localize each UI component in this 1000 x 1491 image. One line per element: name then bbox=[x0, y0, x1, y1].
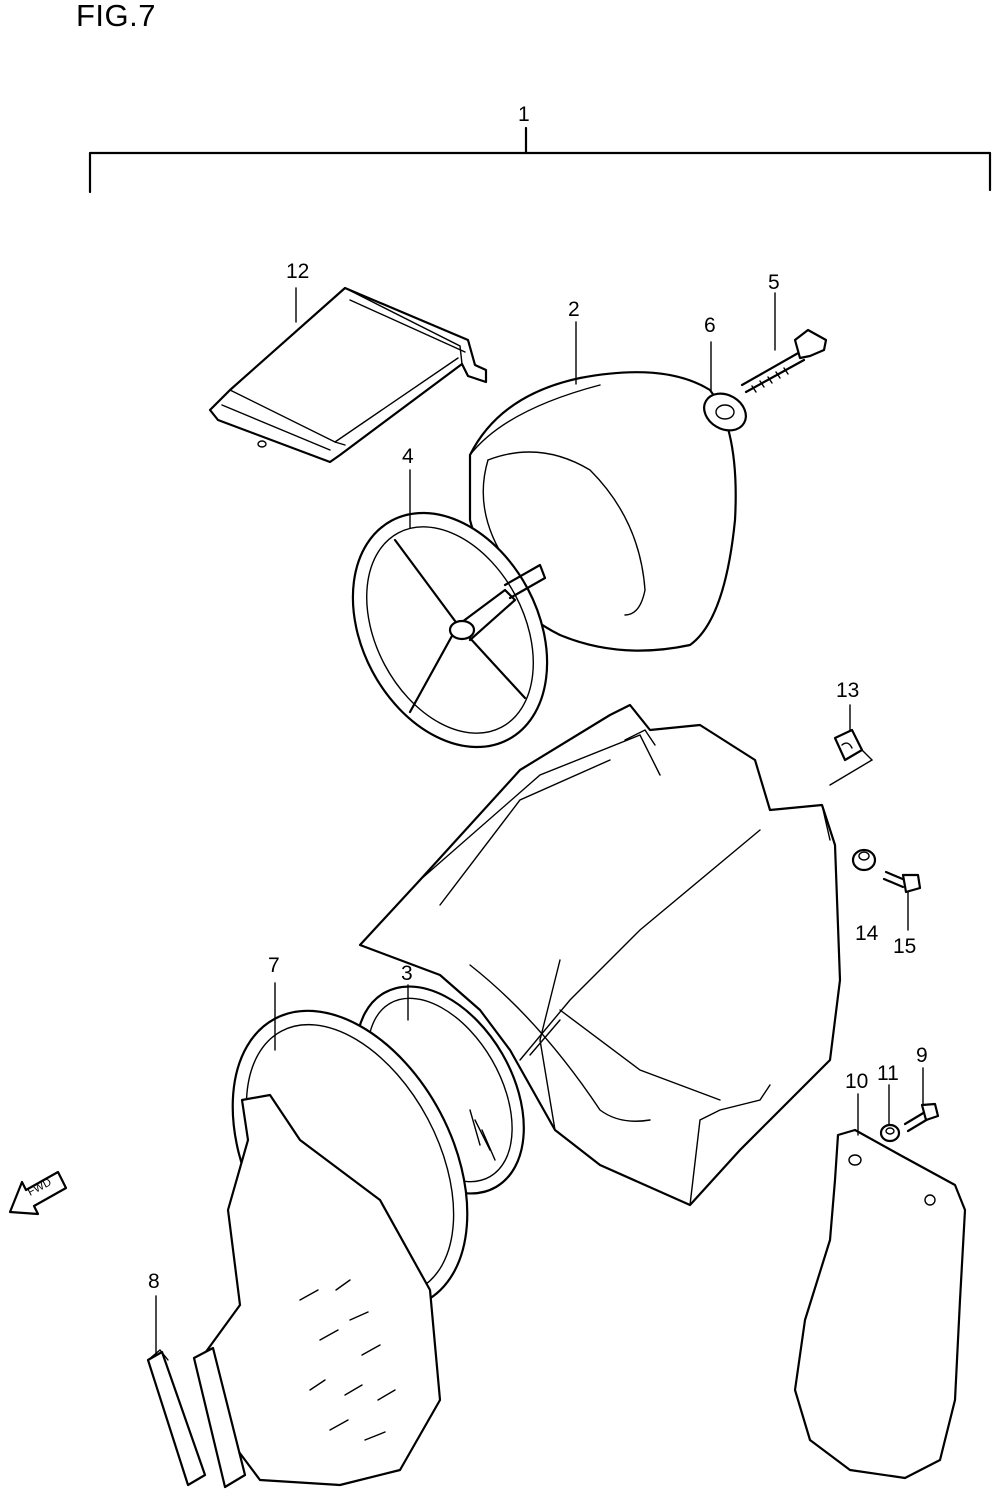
callout-15: 15 bbox=[893, 935, 916, 958]
part-10-side-cover bbox=[793, 1128, 967, 1480]
arrow-left-down-icon bbox=[8, 1170, 68, 1216]
callout-2: 2 bbox=[568, 298, 580, 321]
callout-5: 5 bbox=[768, 271, 780, 294]
part-7-intake-duct bbox=[198, 1009, 469, 1487]
callout-12: 12 bbox=[286, 260, 309, 283]
callout-3: 3 bbox=[401, 962, 413, 985]
part-13-clip-nut bbox=[829, 704, 874, 786]
fwd-direction-marker: FWD bbox=[8, 1170, 68, 1216]
callout-10: 10 bbox=[845, 1070, 868, 1093]
part-12-cover-plate bbox=[208, 286, 488, 464]
part-9-bolt bbox=[903, 1102, 940, 1133]
callout-4: 4 bbox=[402, 445, 414, 468]
leader-lines bbox=[155, 287, 924, 1356]
part-5-wing-bolt bbox=[740, 328, 828, 394]
part-2-filter-element bbox=[468, 371, 737, 652]
callout-7: 7 bbox=[268, 954, 280, 977]
callout-1: 1 bbox=[518, 103, 530, 126]
figure-title: FIG.7 bbox=[76, 0, 157, 33]
callout-13: 13 bbox=[836, 679, 859, 702]
callout-6: 6 bbox=[704, 314, 716, 337]
callout-numbers: 1 2 3 4 5 6 7 8 9 10 11 12 13 14 15 bbox=[148, 103, 928, 1293]
part-4-filter-cage bbox=[351, 511, 549, 749]
part-11-collar bbox=[879, 1123, 901, 1143]
air-cleaner-box bbox=[358, 703, 842, 1207]
part-6-nut bbox=[703, 392, 747, 432]
callout-14: 14 bbox=[855, 922, 879, 945]
callout-8: 8 bbox=[148, 1270, 160, 1293]
callout-9: 9 bbox=[916, 1044, 928, 1067]
part-8-clamp bbox=[146, 1346, 247, 1489]
callout-11: 11 bbox=[877, 1062, 899, 1085]
assembly-bracket bbox=[88, 126, 992, 194]
part-15-bolt bbox=[882, 870, 922, 931]
part-14-collar bbox=[851, 848, 877, 872]
